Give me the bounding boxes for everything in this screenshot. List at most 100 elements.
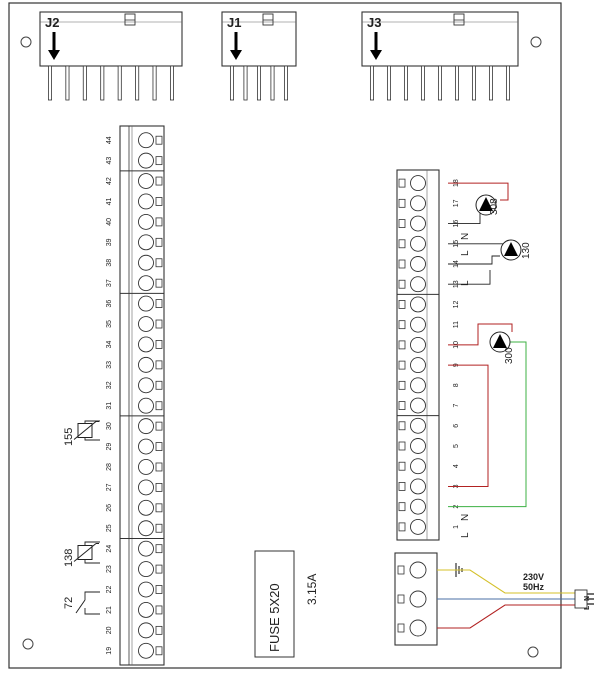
terminal-clamp — [398, 441, 406, 451]
terminal-clamp — [155, 380, 163, 390]
terminal-number: 37 — [106, 279, 113, 287]
terminal-number: 43 — [106, 157, 113, 165]
pump-130-label: 130 — [521, 242, 532, 259]
terminal-number: 17 — [453, 199, 460, 207]
terminal-number: 8 — [453, 383, 460, 387]
terminal-number: 23 — [106, 565, 113, 573]
terminal-number: 44 — [106, 136, 113, 144]
sensor-138-slash — [73, 543, 97, 562]
connector-j1-label: J1 — [227, 15, 241, 30]
pump-300-return — [448, 341, 527, 508]
connector-j3-pin — [437, 65, 442, 101]
terminal-clamp — [155, 319, 163, 329]
terminal-clamp — [155, 605, 163, 615]
power-screw — [409, 561, 427, 579]
terminal-screw — [138, 213, 154, 230]
terminal-clamp — [398, 198, 406, 208]
terminal-number: 27 — [106, 483, 113, 491]
connector-j2-body — [39, 11, 183, 67]
connector-j3: J3 — [361, 11, 519, 101]
mounting-hole-top-right — [530, 36, 542, 48]
connector-j1-pin — [283, 65, 288, 101]
pump-n-label: N — [460, 233, 471, 240]
terminal-clamp — [155, 462, 163, 472]
pump-308-live — [448, 182, 509, 201]
supply-n-label: N — [460, 514, 471, 521]
connector-j1-key — [262, 13, 274, 26]
terminal-clamp — [398, 219, 406, 228]
terminal-screw — [138, 561, 154, 578]
connector-j2-key — [124, 13, 136, 26]
terminal-screw — [410, 256, 426, 272]
terminal-screw — [410, 498, 426, 515]
terminal-number: 6 — [453, 424, 460, 428]
terminal-clamp — [155, 625, 163, 635]
terminal-clamp — [155, 135, 163, 145]
terminal-screw — [410, 478, 426, 495]
terminal-screw — [138, 459, 154, 475]
terminal-clamp — [155, 237, 163, 247]
terminal-screw — [138, 132, 154, 149]
terminal-clamp — [155, 217, 163, 227]
fuse-rating: 3.15A — [305, 574, 319, 605]
terminal-clamp — [398, 320, 406, 330]
terminal-screw — [138, 377, 154, 394]
pcb-outline — [8, 2, 562, 669]
power-screw — [409, 619, 427, 637]
power-voltage: 230V — [523, 572, 544, 582]
terminal-clamp — [398, 259, 406, 269]
terminal-clamp — [398, 421, 406, 431]
terminal-clamp — [155, 360, 163, 370]
terminal-number: 35 — [106, 320, 113, 328]
terminal-clamp — [155, 646, 163, 656]
terminal-screw — [410, 336, 426, 353]
live-wire — [437, 604, 575, 629]
pump-130-triangle — [504, 242, 518, 256]
terminal-clamp — [155, 523, 163, 533]
terminal-number: 7 — [453, 404, 460, 408]
earth-wire — [437, 569, 575, 594]
supply-l-label: L — [460, 532, 471, 538]
terminal-screw — [410, 357, 426, 374]
fuse-box — [254, 550, 295, 658]
connector-j1-pin — [270, 65, 275, 101]
terminal-screw — [138, 397, 154, 414]
terminal-screw — [138, 540, 154, 557]
pump-130-bridge — [448, 270, 491, 285]
terminal-screw — [138, 173, 154, 190]
pump-300-live — [448, 323, 513, 346]
terminal-number: 39 — [106, 238, 113, 246]
terminal-screw — [410, 518, 426, 535]
terminal-clamp — [398, 380, 406, 390]
terminal-screw — [138, 520, 154, 537]
terminal-number: 11 — [453, 321, 460, 328]
terminal-clamp — [155, 197, 163, 206]
terminal-number: 41 — [106, 197, 113, 205]
pump-130-live — [448, 255, 500, 265]
terminal-clamp — [155, 564, 163, 574]
switch-72-lead — [84, 591, 100, 600]
terminal-number: 34 — [106, 340, 113, 348]
pump-308-triangle — [479, 197, 493, 211]
terminal-screw — [138, 356, 154, 373]
power-l-label: L — [584, 605, 591, 610]
pump-308-neutral — [448, 210, 481, 225]
sensor-155-label: 155 — [63, 428, 75, 446]
terminal-screw — [138, 295, 154, 312]
power-clamp — [397, 565, 405, 575]
power-clamp — [397, 594, 405, 604]
terminal-clamp — [155, 299, 163, 308]
terminal-screw — [138, 316, 154, 332]
terminal-number: 24 — [106, 545, 113, 553]
terminal-screw — [138, 499, 154, 516]
terminal-screw — [138, 438, 154, 455]
connector-j2-pin — [82, 65, 87, 101]
terminal-number: 30 — [106, 422, 113, 430]
connector-j2-pin — [65, 65, 70, 101]
power-frequency: 50Hz — [523, 582, 545, 592]
connector-j3-pin — [386, 65, 391, 101]
terminal-clamp — [155, 585, 163, 594]
terminal-number: 32 — [106, 381, 113, 389]
sensor-155-slash — [73, 421, 97, 440]
